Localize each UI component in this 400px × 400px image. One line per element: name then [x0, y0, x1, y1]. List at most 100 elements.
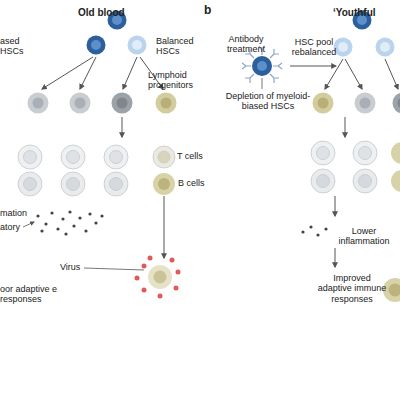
process-arrow: [290, 59, 398, 267]
inflammation-dots: [84, 229, 87, 232]
effect-label: Lower inflammation: [338, 226, 390, 247]
virus-particle: [170, 258, 175, 263]
antibody-symbol: [270, 74, 279, 83]
b-cell: [153, 173, 175, 195]
lymphocyte-cell: [317, 175, 330, 188]
b-cell: [153, 173, 175, 195]
effect-label: mation: [0, 208, 34, 218]
progenitor-cell: [313, 93, 400, 114]
t-cell: [110, 151, 123, 164]
lymphocyte-cell: [311, 169, 335, 193]
infected-cell: [154, 271, 167, 284]
t-cell: [18, 145, 175, 196]
inflammation-dots: [94, 221, 97, 224]
outcome-label: Improved adaptive immune responses: [316, 273, 388, 304]
progenitor-cell: [156, 93, 177, 114]
outcome-label: oor adaptive e responses: [0, 284, 58, 305]
virus-particle: [174, 286, 179, 291]
t-cell: [158, 151, 170, 163]
antibody-treated-hsc: [252, 56, 272, 76]
leader-line: [23, 78, 262, 270]
inflammation-dots: [64, 232, 67, 235]
inflammation-dots: [78, 216, 81, 219]
effect-label: atory: [0, 222, 26, 232]
antibody-symbol: [273, 63, 282, 69]
process-arrow: [335, 248, 336, 267]
lineage-arrow: [123, 57, 137, 89]
process-arrow: [385, 59, 398, 89]
lineage-arrow: [42, 57, 93, 89]
inflammation-dots: [316, 233, 319, 236]
inflammation-dots: [301, 225, 327, 236]
lymphocyte-cell: [359, 175, 372, 188]
rebalanced-hsc-cell: [380, 42, 390, 52]
progenitor-cell: [360, 98, 371, 109]
balanced-hsc-cell: [128, 36, 147, 55]
process-arrow: [325, 59, 343, 89]
rebalanced-hsc-cell: [334, 38, 353, 57]
panel-title: Old blood: [78, 7, 148, 19]
virus-particle: [148, 256, 153, 261]
inflammation-dots: [36, 210, 103, 235]
b-cell: [158, 178, 170, 190]
virus-particle: [142, 264, 147, 269]
balanced-hsc-cell: [128, 36, 147, 55]
t-cell: [153, 146, 175, 168]
progenitor-cell: [70, 93, 91, 114]
t-cell: [18, 172, 42, 196]
t-cell: [67, 151, 80, 164]
progenitor-cell: [313, 93, 334, 114]
t-cell: [110, 178, 123, 191]
virus-particle: [135, 256, 181, 299]
inflammation-dots: [44, 222, 47, 225]
t-cell: [104, 145, 128, 169]
b-cell: [391, 142, 400, 164]
myeloid-hsc-cell: [91, 40, 101, 50]
inflammation-dots: [68, 210, 71, 213]
inflammation-dots: [72, 224, 75, 227]
lineage-arrow: [164, 196, 165, 258]
virus-particle: [135, 276, 140, 281]
virus-particle: [158, 294, 163, 299]
leader-line: [262, 78, 263, 89]
b-cell: [389, 284, 400, 297]
infected-cell: [148, 265, 172, 289]
t-cell: [104, 172, 128, 196]
inflammation-dots: [324, 227, 327, 230]
balanced-hsc-cell: [132, 40, 142, 50]
lymphocyte-cell: [311, 141, 377, 193]
pathogen-label: Virus: [60, 262, 90, 272]
antibody-symbol: [245, 74, 254, 83]
t-cell: [24, 151, 37, 164]
rebalanced-hsc-cell: [376, 38, 395, 57]
process-arrow: [345, 59, 362, 89]
t-cell: [24, 178, 37, 191]
process-arrow: [290, 66, 336, 67]
t-cell: [18, 145, 42, 169]
progenitor-cell: [318, 98, 329, 109]
cell-label: Lymphoid progenitors: [148, 70, 204, 91]
inflammation-dots: [40, 229, 43, 232]
antibody-symbol: [270, 49, 279, 58]
lineage-arrow: [122, 117, 123, 137]
process-label: Depletion of myeloid-biased HSCs: [222, 91, 314, 112]
virus-particle: [176, 270, 181, 275]
t-cell: [61, 172, 85, 196]
inflammation-dots: [50, 211, 53, 214]
process-arrow: [345, 117, 346, 137]
lymphocyte-cell: [311, 141, 335, 165]
leader-line: [84, 268, 144, 270]
lymphocyte-cell: [359, 147, 372, 160]
lymphocyte-cell: [353, 141, 377, 165]
progenitor-cell: [161, 98, 172, 109]
rebalanced-hsc-cell: [338, 42, 348, 52]
lymphocyte-cell: [353, 169, 377, 193]
treatment-label: Antibody treatment: [222, 34, 270, 55]
leader-line: [23, 222, 34, 227]
inflammation-dots: [309, 225, 312, 228]
inflammation-dots: [100, 214, 103, 217]
myeloid-hsc-cell: [87, 36, 106, 55]
b-cell: [391, 170, 400, 192]
